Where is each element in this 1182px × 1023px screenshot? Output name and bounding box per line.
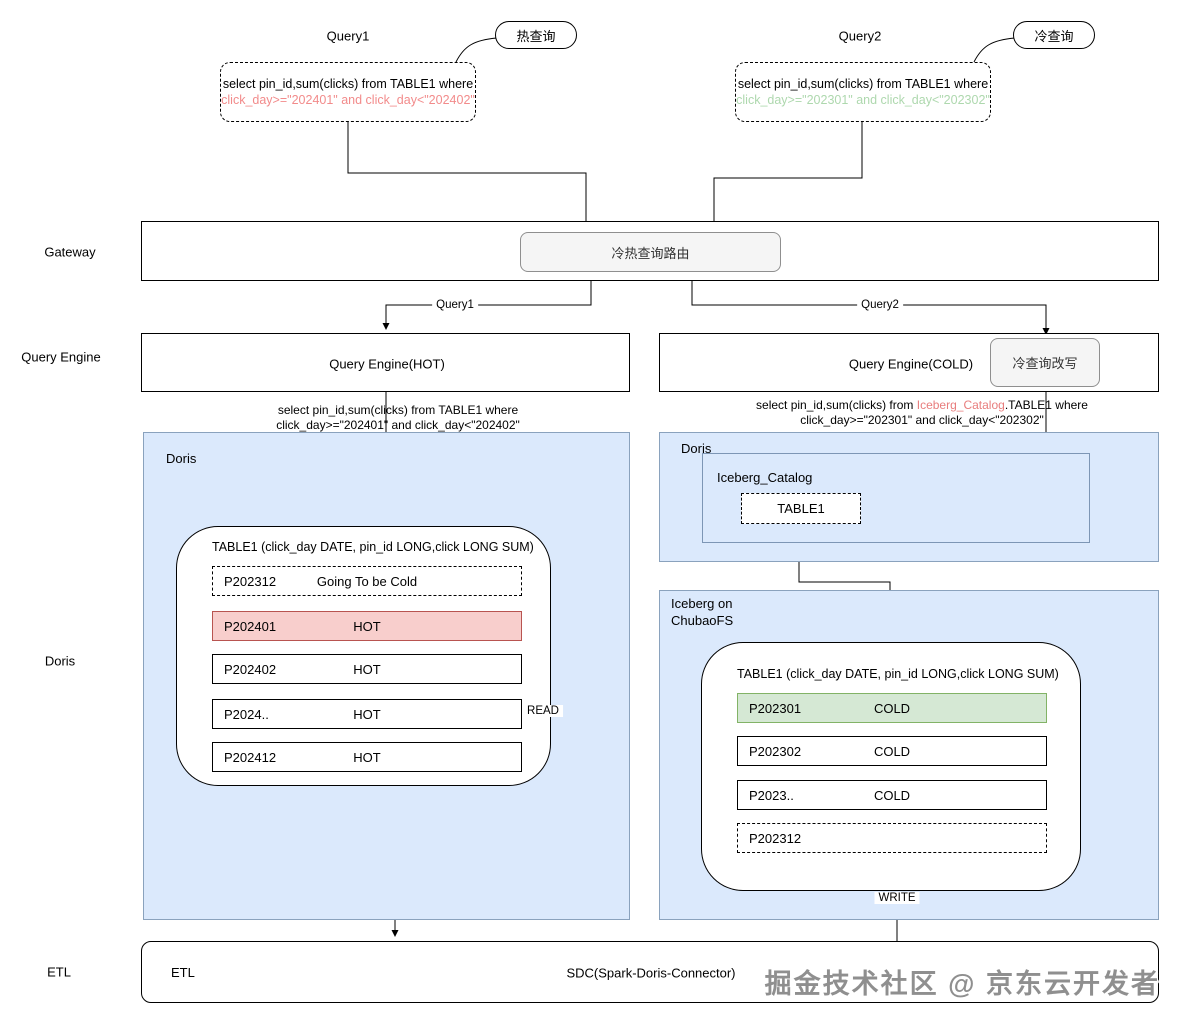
doris-cold-label: Doris <box>681 441 712 456</box>
partition-status: HOT <box>353 706 381 722</box>
catalog-table1-node: TABLE1 <box>741 493 861 524</box>
iceberg-table-title: TABLE1 (click_day DATE, pin_id LONG,clic… <box>737 667 1059 681</box>
partition-row-p2024x: P2024.. HOT <box>212 699 522 729</box>
hot-query-tag: 热查询 <box>495 21 577 49</box>
query2-title: Query2 <box>838 28 882 44</box>
query1-sql-box: select pin_id,sum(clicks) from TABLE1 wh… <box>220 62 476 122</box>
iceberg-catalog-box: Iceberg_Catalog TABLE1 <box>702 453 1090 543</box>
cold-sql-annotation-line1: select pin_id,sum(clicks) from Iceberg_C… <box>756 398 1088 412</box>
partition-row-p202301: P202301 COLD <box>737 693 1047 723</box>
query-engine-hot-box: Query Engine(HOT) <box>141 333 630 392</box>
partition-status: HOT <box>353 618 381 634</box>
cold-sql-annotation: select pin_id,sum(clicks) from Iceberg_C… <box>756 398 1088 428</box>
query1-sql-line1: select pin_id,sum(clicks) from TABLE1 wh… <box>222 77 474 91</box>
partition-id: P2024.. <box>224 706 269 722</box>
query2-sql-line1: select pin_id,sum(clicks) from TABLE1 wh… <box>737 77 989 91</box>
query-engine-cold-label: Query Engine(COLD) <box>848 356 974 372</box>
lane-label-gateway: Gateway <box>44 244 96 260</box>
hot-sql-annotation: select pin_id,sum(clicks) from TABLE1 wh… <box>276 403 520 433</box>
hot-cold-query-router-node: 冷热查询路由 <box>520 232 781 272</box>
iceberg-catalog-label: Iceberg_Catalog <box>717 470 813 485</box>
partition-row-p202312-cold: P202312 <box>737 823 1047 853</box>
query1-sql-line2: click_day>="202401" and click_day<"20240… <box>221 93 475 107</box>
partition-id: P2023.. <box>749 787 794 803</box>
partition-id: P202312 <box>224 573 277 589</box>
edge-label-write: WRITE <box>874 892 920 904</box>
watermark: 掘金技术社区 @ 京东云开发者 <box>764 969 1160 999</box>
cold-query-tag: 冷查询 <box>1013 21 1095 49</box>
edge-label-query1: Query1 <box>432 299 478 311</box>
etl-connector-label: SDC(Spark-Doris-Connector) <box>566 965 736 981</box>
partition-row-p202312: P202312 Going To be Cold <box>212 566 522 596</box>
query2-sql-line2: click_day>="202301" and click_day<"20230… <box>736 93 990 107</box>
doris-hot-table: TABLE1 (click_day DATE, pin_id LONG,clic… <box>176 526 551 786</box>
etl-box: ETL SDC(Spark-Doris-Connector) <box>141 941 1159 1003</box>
partition-row-p202302: P202302 COLD <box>737 736 1047 766</box>
partition-status: COLD <box>873 787 911 803</box>
lane-label-doris: Doris <box>44 653 76 669</box>
query2-sql-box: select pin_id,sum(clicks) from TABLE1 wh… <box>735 62 991 122</box>
iceberg-chubaofs-label: Iceberg on ChubaoFS <box>671 596 734 628</box>
edge-label-read: READ <box>523 705 563 717</box>
doris-hot-label: Doris <box>166 451 197 466</box>
query1-title: Query1 <box>326 28 370 44</box>
iceberg-table: TABLE1 (click_day DATE, pin_id LONG,clic… <box>701 642 1081 891</box>
partition-id: P202412 <box>224 749 277 765</box>
partition-status: Going To be Cold <box>316 573 418 589</box>
query-engine-hot-label: Query Engine(HOT) <box>329 356 445 372</box>
partition-status: HOT <box>353 661 381 677</box>
partition-status: COLD <box>873 700 911 716</box>
cold-query-rewrite-node: 冷查询改写 <box>990 338 1100 387</box>
partition-id: P202401 <box>224 618 277 634</box>
doris-hot-container: Doris TABLE1 (click_day DATE, pin_id LON… <box>143 432 630 920</box>
cold-sql-annotation-line2: click_day>="202301" and click_day<"20230… <box>800 413 1044 427</box>
edge-label-query2: Query2 <box>857 299 903 311</box>
partition-row-p202412: P202412 HOT <box>212 742 522 772</box>
lane-label-query-engine: Query Engine <box>21 349 101 365</box>
lane-label-etl: ETL <box>47 964 71 980</box>
partition-id: P202312 <box>749 830 802 846</box>
iceberg-catalog-highlight: Iceberg_Catalog <box>916 398 1005 412</box>
partition-status: HOT <box>353 749 381 765</box>
partition-status: COLD <box>873 743 911 759</box>
doris-cold-container: Doris Iceberg_Catalog TABLE1 <box>659 432 1159 562</box>
partition-row-p202401: P202401 HOT <box>212 611 522 641</box>
partition-id: P202301 <box>749 700 802 716</box>
doris-hot-table-title: TABLE1 (click_day DATE, pin_id LONG,clic… <box>212 540 534 554</box>
partition-id: P202402 <box>224 661 277 677</box>
iceberg-chubaofs-container: Iceberg on ChubaoFS TABLE1 (click_day DA… <box>659 590 1159 920</box>
partition-row-p202402: P202402 HOT <box>212 654 522 684</box>
hot-sql-annotation-line2: click_day>="202401" and click_day<"20240… <box>276 418 520 432</box>
hot-sql-annotation-line1: select pin_id,sum(clicks) from TABLE1 wh… <box>277 403 519 417</box>
partition-id: P202302 <box>749 743 802 759</box>
partition-row-p2023x: P2023.. COLD <box>737 780 1047 810</box>
etl-inner-label: ETL <box>171 965 195 980</box>
